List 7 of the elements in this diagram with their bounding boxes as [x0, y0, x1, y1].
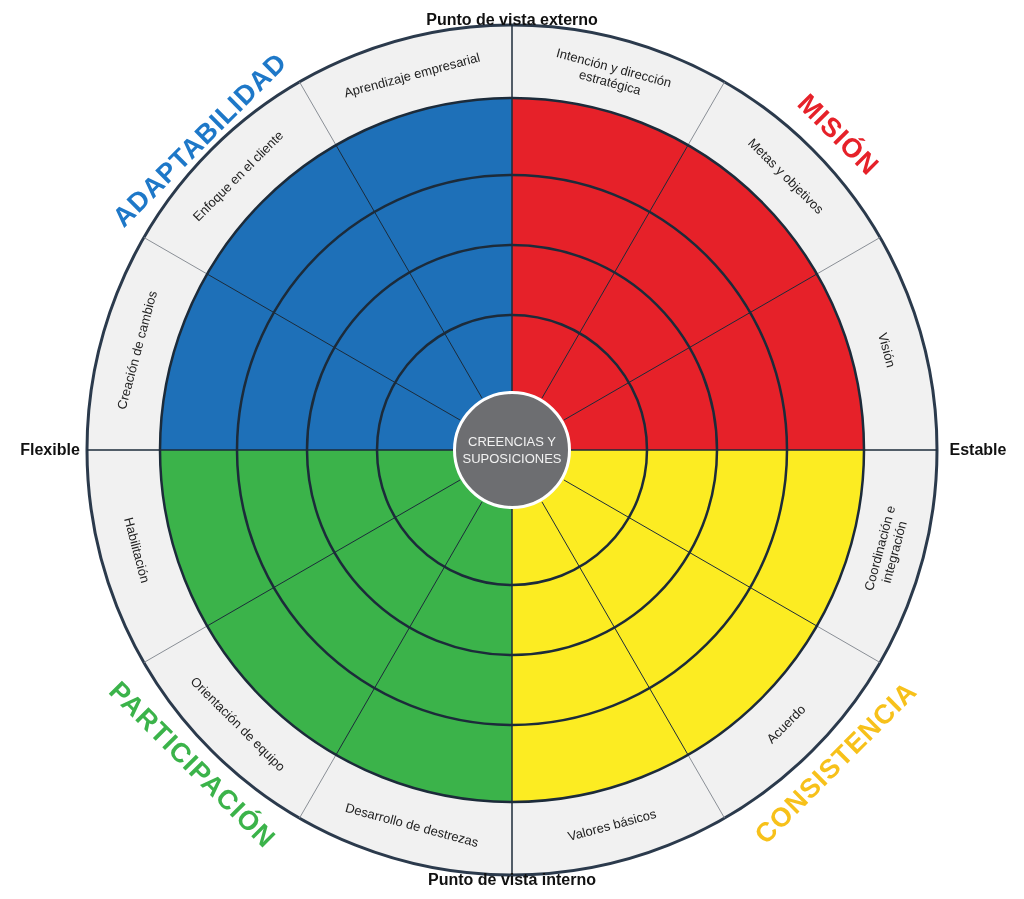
segment-label: Valores básicos	[538, 798, 687, 852]
axis-label: Flexible	[20, 441, 80, 459]
axis-label: Estable	[949, 441, 1007, 459]
segment-label: Creación de cambios	[110, 275, 164, 424]
segment-label: Visión	[860, 275, 914, 424]
axis-label: Punto de vista externo	[426, 11, 598, 29]
axis-label: Punto de vista interno	[428, 871, 596, 889]
